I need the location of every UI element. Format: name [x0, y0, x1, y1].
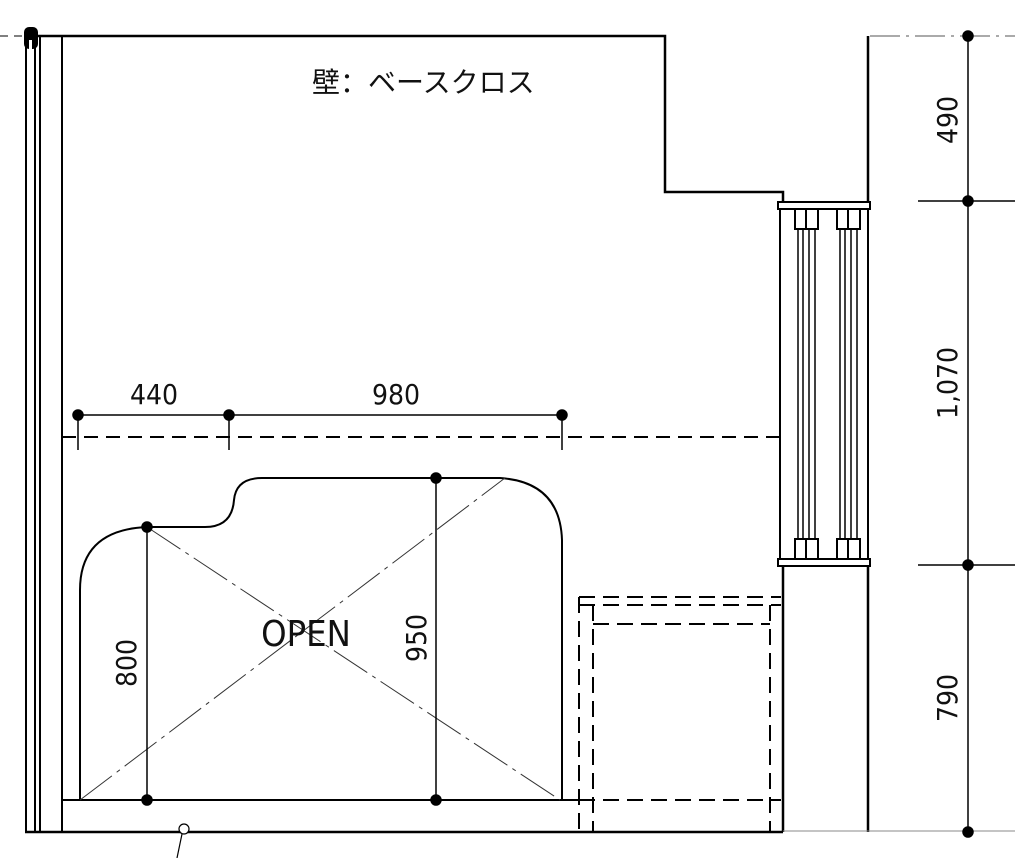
wall-outline	[25, 34, 870, 834]
window	[777, 201, 871, 567]
open-sign-text: OPEN	[261, 614, 351, 655]
cabinet-hidden-lines	[578, 596, 781, 832]
dimension-1070: 1,070	[931, 347, 964, 419]
door-frame	[24, 27, 63, 832]
leader-marker	[176, 823, 190, 858]
dimension-800: 800	[110, 639, 143, 687]
vertical-dimension	[918, 30, 1015, 838]
dimension-790: 790	[931, 674, 964, 722]
open-sign	[62, 472, 580, 806]
dimension-490: 490	[931, 96, 964, 144]
dimension-440: 440	[130, 378, 178, 411]
dimension-950: 950	[400, 614, 433, 662]
dimension-980: 980	[372, 378, 420, 411]
wall-finish-label: 壁：ベースクロス	[312, 66, 535, 99]
horizontal-dimension	[72, 409, 568, 450]
